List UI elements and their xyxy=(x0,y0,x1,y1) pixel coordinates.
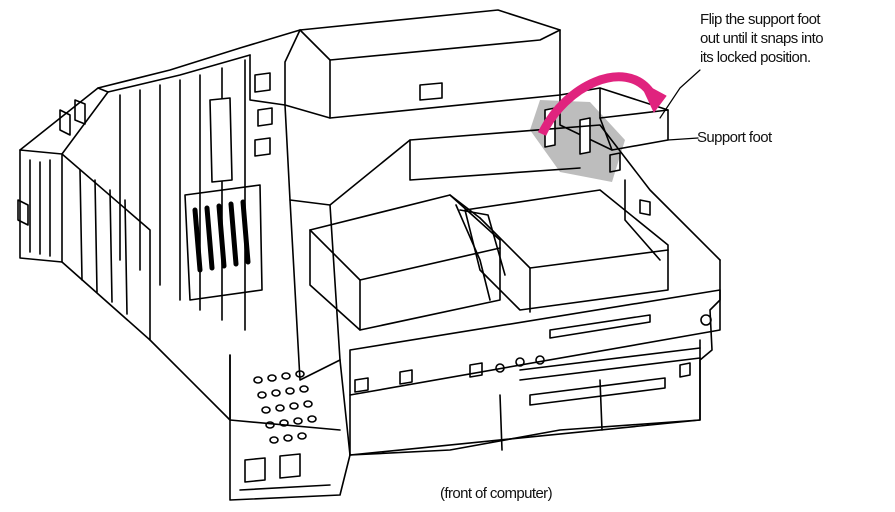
expansion-card-cage xyxy=(17,29,301,421)
lower-left-panel xyxy=(229,354,351,501)
flip-arrow xyxy=(537,72,667,137)
instruction-leader-line xyxy=(659,69,701,119)
power-supply xyxy=(249,9,561,157)
drive-bays xyxy=(309,189,669,331)
front-of-computer-caption: (front of computer) xyxy=(440,485,553,502)
support-foot-leader-line xyxy=(667,137,699,141)
front-panel xyxy=(349,289,721,456)
instruction-line-3: its locked position. xyxy=(700,49,811,66)
instruction-text: Flip the support foot out until it snaps… xyxy=(700,10,892,67)
support-foot xyxy=(530,87,669,182)
instruction-line-1: Flip the support foot xyxy=(700,11,821,28)
support-foot-label: Support foot xyxy=(697,129,772,146)
instruction-line-2: out until it snaps into xyxy=(700,30,824,47)
